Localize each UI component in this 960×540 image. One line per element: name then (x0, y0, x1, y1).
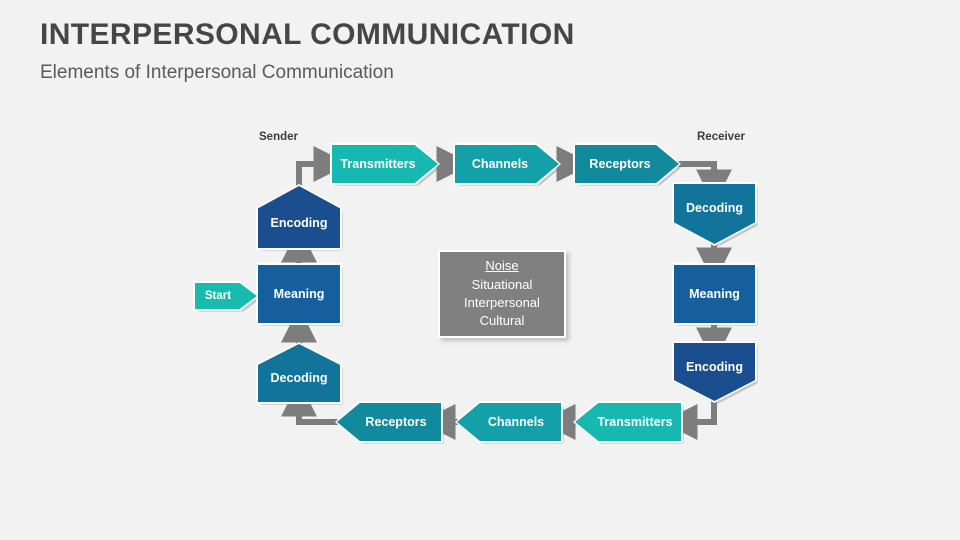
shape-label: Meaning (273, 287, 325, 301)
page-subtitle: Elements of Interpersonal Communication (40, 62, 394, 83)
shape-label: Transmitters (340, 157, 416, 171)
sender-label: Sender (259, 131, 298, 143)
arrow-encoding-to-transmitters-bottom (661, 400, 717, 440)
arrow-receptors-to-decoding (672, 161, 732, 206)
shape-label: Channels (471, 157, 529, 171)
noise-box: Noise Situational Interpersonal Cultural (438, 250, 566, 338)
shape-label: Channels (487, 415, 545, 429)
sender-decoding[interactable]: Decoding (256, 342, 343, 405)
noise-heading: Noise (485, 258, 519, 274)
shape-label: Encoding (270, 216, 328, 230)
arrow-encoding-to-transmitters (296, 146, 350, 188)
shape-face: Decoding (674, 184, 755, 244)
top-chevron-channels[interactable]: Channels (453, 143, 562, 186)
receiver-label: Receiver (697, 131, 745, 143)
noise-item-interpersonal: Interpersonal (464, 295, 540, 310)
shape-face: Meaning (674, 265, 755, 323)
receiver-encoding[interactable]: Encoding (672, 341, 758, 404)
shape-label: Transmitters (597, 415, 673, 429)
top-chevron-transmitters[interactable]: Transmitters (330, 143, 441, 186)
shape-label: Decoding (270, 371, 328, 385)
start-label: Start (204, 290, 232, 302)
shape-face: Encoding (258, 186, 340, 248)
receiver-decoding[interactable]: Decoding (672, 182, 758, 247)
shape-face: Decoding (258, 344, 340, 402)
shape-face: Encoding (674, 343, 755, 401)
bottom-chevron-receptors[interactable]: Receptors (335, 401, 444, 444)
shape-label: Decoding (686, 201, 743, 215)
bottom-chevron-transmitters[interactable]: Transmitters (573, 401, 684, 444)
shape-label: Receptors (589, 157, 651, 171)
page-title: INTERPERSONAL COMMUNICATION (40, 18, 575, 51)
bottom-chevron-channels[interactable]: Channels (455, 401, 564, 444)
arrow-receptors-to-decoding-left (281, 380, 339, 425)
noise-item-situational: Situational (471, 276, 533, 292)
noise-item-cultural: Cultural (479, 313, 525, 329)
start-chevron[interactable]: Start (193, 281, 260, 312)
shape-face: Meaning (258, 265, 340, 323)
top-chevron-receptors[interactable]: Receptors (573, 143, 682, 186)
receiver-meaning[interactable]: Meaning (672, 263, 758, 326)
shape-label: Meaning (689, 287, 740, 301)
shape-label: Receptors (365, 415, 427, 429)
sender-encoding[interactable]: Encoding (256, 184, 343, 251)
shape-label: Encoding (686, 359, 743, 374)
sender-meaning[interactable]: Meaning (256, 263, 343, 326)
